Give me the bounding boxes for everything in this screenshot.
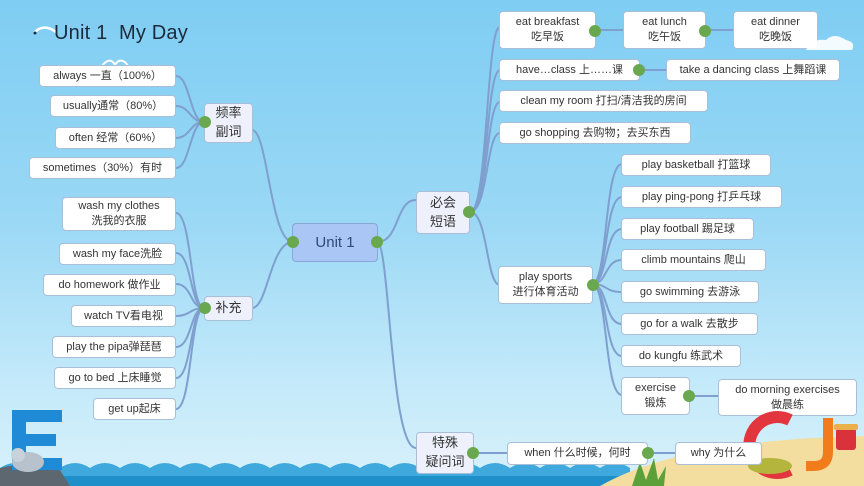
node-often[interactable]: often 经常（60%） bbox=[55, 127, 176, 149]
node-label: usually通常（80%） bbox=[62, 99, 164, 112]
node-label: do morning exercises bbox=[735, 383, 840, 396]
node-label: wash my face洗脸 bbox=[72, 247, 163, 260]
collapse-dot[interactable] bbox=[633, 64, 645, 76]
hub-key-phrases[interactable]: 必会 短语 bbox=[416, 191, 470, 234]
root-node[interactable]: Unit 1 bbox=[292, 223, 378, 262]
node-climb-mountains[interactable]: climb mountains 爬山 bbox=[621, 249, 766, 271]
node-wash-clothes[interactable]: wash my clothes 洗我的衣服 bbox=[62, 197, 176, 231]
node-wash-face[interactable]: wash my face洗脸 bbox=[59, 243, 176, 265]
node-label: play the pipa弹琵琶 bbox=[66, 340, 162, 353]
collapse-dot[interactable] bbox=[642, 447, 654, 459]
node-label: play sports bbox=[518, 271, 573, 283]
collapse-dot-right[interactable] bbox=[371, 236, 383, 248]
node-label: exercise bbox=[635, 382, 676, 394]
node-go-for-walk[interactable]: go for a walk 去散步 bbox=[621, 313, 758, 335]
node-why[interactable]: why 为什么 bbox=[675, 442, 762, 465]
node-label: eat breakfast bbox=[515, 16, 580, 28]
node-label: sometimes（30%）有时 bbox=[42, 161, 163, 174]
node-eat-lunch[interactable]: eat lunch 吃午饭 bbox=[623, 11, 706, 49]
hub-frequency-adverbs[interactable]: 频率 副词 bbox=[204, 103, 253, 143]
node-label: 吃午饭 bbox=[648, 31, 681, 43]
node-label: climb mountains 爬山 bbox=[641, 253, 746, 266]
node-label: why 为什么 bbox=[690, 447, 747, 459]
node-play-sports[interactable]: play sports 进行体育活动 bbox=[498, 266, 593, 304]
node-label: have…class 上……课 bbox=[516, 63, 623, 76]
node-play-ping-pong[interactable]: play ping-pong 打乒乓球 bbox=[621, 186, 782, 208]
collapse-dot[interactable] bbox=[463, 206, 475, 218]
node-label: 吃早饭 bbox=[531, 31, 564, 43]
node-play-football[interactable]: play football 踢足球 bbox=[621, 218, 754, 240]
hub-label: 疑问词 bbox=[425, 455, 465, 470]
collapse-dot[interactable] bbox=[683, 390, 695, 402]
node-label: 锻炼 bbox=[644, 397, 667, 409]
node-label: play football 踢足球 bbox=[640, 222, 735, 235]
node-play-basketball[interactable]: play basketball 打篮球 bbox=[621, 154, 771, 176]
node-sometimes[interactable]: sometimes（30%）有时 bbox=[29, 157, 176, 179]
node-morning-exercises[interactable]: do morning exercises 做晨练 bbox=[718, 379, 857, 416]
node-go-to-bed[interactable]: go to bed 上床睡觉 bbox=[54, 367, 176, 389]
node-take-dancing-class[interactable]: take a dancing class 上舞蹈课 bbox=[666, 59, 840, 81]
node-always[interactable]: always 一直（100%） bbox=[39, 65, 176, 87]
node-clean-room[interactable]: clean my room 打扫/清洁我的房间 bbox=[499, 90, 708, 112]
node-label: when 什么时候，何时 bbox=[524, 447, 631, 459]
collapse-dot-left[interactable] bbox=[287, 236, 299, 248]
node-label: get up起床 bbox=[108, 402, 161, 415]
node-label: do homework 做作业 bbox=[58, 278, 161, 291]
node-label: go for a walk 去散步 bbox=[640, 317, 739, 330]
collapse-dot[interactable] bbox=[587, 279, 599, 291]
collapse-dot[interactable] bbox=[589, 25, 601, 37]
node-label: go shopping 去购物；去买东西 bbox=[519, 126, 671, 139]
hub-question-words[interactable]: 特殊 疑问词 bbox=[416, 432, 474, 474]
node-go-shopping[interactable]: go shopping 去购物；去买东西 bbox=[499, 122, 691, 144]
node-label: 做晨练 bbox=[771, 398, 804, 411]
node-label: 吃晚饭 bbox=[759, 31, 792, 43]
node-do-kungfu[interactable]: do kungfu 练武术 bbox=[621, 345, 741, 367]
node-exercise[interactable]: exercise 锻炼 bbox=[621, 377, 690, 415]
node-eat-dinner[interactable]: eat dinner 吃晚饭 bbox=[733, 11, 818, 49]
hub-label: 特殊 bbox=[431, 436, 458, 451]
node-label: 进行体育活动 bbox=[512, 286, 579, 298]
node-label: play basketball 打篮球 bbox=[641, 158, 751, 171]
node-when[interactable]: when 什么时候，何时 bbox=[507, 442, 648, 465]
hub-supplement[interactable]: 补充 bbox=[204, 296, 253, 321]
node-label: go swimming 去游泳 bbox=[639, 285, 741, 298]
node-label: clean my room 打扫/清洁我的房间 bbox=[520, 94, 687, 107]
node-label: eat lunch bbox=[642, 16, 687, 28]
hub-label: 补充 bbox=[215, 301, 242, 316]
node-eat-breakfast[interactable]: eat breakfast 吃早饭 bbox=[499, 11, 596, 49]
node-label: play ping-pong 打乒乓球 bbox=[641, 190, 762, 203]
root-label: Unit 1 bbox=[315, 234, 355, 251]
collapse-dot[interactable] bbox=[199, 116, 211, 128]
node-label: do kungfu 练武术 bbox=[638, 349, 724, 362]
node-watch-tv[interactable]: watch TV看电视 bbox=[71, 305, 176, 327]
hub-label: 短语 bbox=[429, 214, 456, 230]
node-play-pipa[interactable]: play the pipa弹琵琶 bbox=[52, 336, 176, 358]
hub-label: 频率 bbox=[215, 106, 242, 121]
seagull-icon bbox=[33, 26, 57, 35]
hub-label: 必会 bbox=[429, 195, 456, 211]
node-label: always 一直（100%） bbox=[53, 69, 162, 82]
node-label: eat dinner bbox=[751, 16, 800, 28]
node-usually[interactable]: usually通常（80%） bbox=[50, 95, 176, 117]
node-label: go to bed 上床睡觉 bbox=[68, 371, 162, 384]
node-label: wash my clothes bbox=[78, 200, 160, 212]
node-label: 洗我的衣服 bbox=[91, 215, 147, 227]
node-label: take a dancing class 上舞蹈课 bbox=[679, 63, 827, 76]
node-go-swimming[interactable]: go swimming 去游泳 bbox=[621, 281, 759, 303]
node-label: often 经常（60%） bbox=[68, 131, 163, 144]
page-title: Unit 1 My Day bbox=[54, 22, 188, 44]
node-do-homework[interactable]: do homework 做作业 bbox=[43, 274, 176, 296]
node-label: watch TV看电视 bbox=[84, 309, 163, 322]
node-get-up[interactable]: get up起床 bbox=[93, 398, 176, 420]
collapse-dot[interactable] bbox=[467, 447, 479, 459]
collapse-dot[interactable] bbox=[199, 302, 211, 314]
hub-label: 副词 bbox=[215, 125, 242, 140]
collapse-dot[interactable] bbox=[699, 25, 711, 37]
